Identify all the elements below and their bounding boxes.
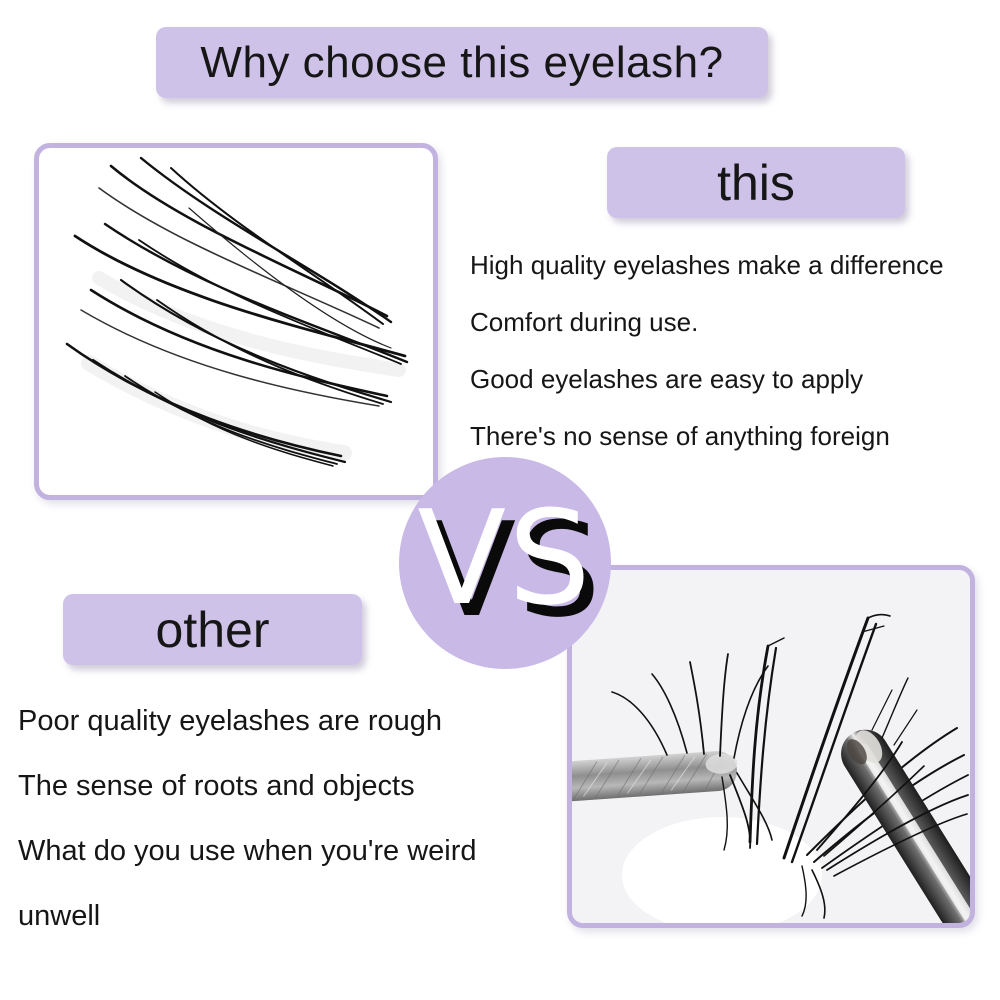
other-point: What do you use when you're weird unwell [18, 835, 477, 932]
this-photo-box [34, 143, 438, 500]
other-banner: other [63, 594, 362, 665]
other-photo-box [567, 565, 975, 928]
tweezers-lashes-image [572, 570, 970, 923]
this-point: Good eyelashes are easy to apply [470, 364, 864, 394]
left-lash-fan [611, 653, 773, 851]
other-point: Poor quality eyelashes are rough [18, 705, 442, 737]
this-points: High quality eyelashes make a difference… [470, 237, 1000, 465]
this-point: Comfort during use. [470, 307, 699, 337]
header-banner: Why choose this eyelash? [156, 27, 768, 98]
white-hump [622, 817, 822, 923]
vs-label: VS [417, 482, 593, 634]
right-lash-fan-over [801, 677, 969, 919]
this-point: High quality eyelashes make a difference [470, 250, 944, 280]
vs-circle: VS [399, 457, 611, 669]
central-tall-lashes [748, 613, 891, 864]
this-banner: this [607, 147, 905, 218]
other-points: Poor quality eyelashes are rough The sen… [18, 689, 513, 949]
eyelash-clusters-image [65, 156, 409, 467]
this-label: this [717, 154, 795, 211]
tweezer-left [572, 751, 738, 802]
page-title: Why choose this eyelash? [200, 37, 724, 87]
other-label: other [155, 601, 270, 658]
other-point: The sense of roots and objects [18, 770, 415, 802]
lash-soft-shadows [81, 271, 406, 461]
lash-cluster-fans [65, 156, 409, 467]
this-point: There's no sense of anything foreign [470, 421, 890, 451]
